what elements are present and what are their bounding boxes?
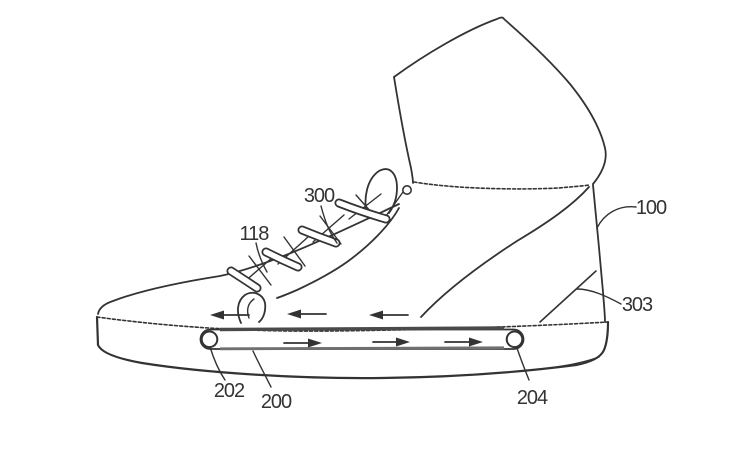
lace-to-eyelet (385, 191, 404, 217)
cuff-top-and-right-path (393, 16, 607, 185)
tongue-tip-outer-path (237, 291, 267, 324)
quarter-panel-path (420, 186, 590, 318)
leader-204 (516, 347, 530, 381)
lace-band-4-fill (336, 200, 389, 222)
belt-top-tread (219, 326, 505, 332)
conveyor-belt (199, 326, 525, 351)
right-arrow-2-icon (396, 337, 410, 347)
left-arrow-3-icon (369, 310, 383, 320)
toe-box-outline-path (97, 203, 400, 315)
ref-label-200: 200 (261, 391, 292, 413)
ref-label-300: 300 (304, 185, 335, 207)
lace-band-3-fill (299, 227, 339, 246)
leader-100 (596, 206, 637, 229)
cuff-left-edge-path (393, 76, 414, 184)
right-arrow-3-icon (469, 337, 483, 347)
heel-overlay-diagonal-path (539, 270, 597, 323)
rear-roller-circle (505, 330, 524, 349)
right-flow-arrows (283, 337, 483, 348)
sole-outline-path (95, 315, 610, 380)
leader-303 (576, 288, 622, 305)
lace-cross-4a (348, 193, 382, 220)
left-arrow-2-icon (287, 309, 301, 319)
leader-lines (209, 205, 637, 388)
shoe-upper (97, 168, 606, 324)
lace-cross-2b (283, 236, 306, 267)
sole-top-edge-path (96, 316, 609, 332)
ref-label-204: 204 (517, 387, 548, 409)
leader-300 (320, 205, 338, 244)
sole-heel-inner-edge-path (519, 356, 600, 372)
front-roller-circle (200, 330, 219, 349)
leader-118 (255, 242, 268, 273)
leader-202 (209, 346, 226, 381)
eyelet-circle (401, 185, 412, 196)
collar-topline-path (413, 181, 591, 190)
laces (226, 191, 404, 293)
heel-back-edge-path (592, 184, 606, 323)
right-arrow-1-icon (308, 338, 322, 348)
belt-outline (199, 328, 525, 350)
leader-200 (252, 350, 272, 388)
ref-label-303: 303 (622, 294, 653, 316)
belt-bottom-tread (219, 346, 505, 351)
throat-opening-path (276, 207, 400, 299)
tongue-top-path (364, 168, 398, 217)
ref-label-118: 118 (240, 223, 270, 245)
lace-band-2-fill (263, 249, 301, 270)
sole (95, 315, 610, 380)
ankle-cuff (393, 16, 607, 185)
left-arrow-1-icon (210, 310, 224, 320)
lace-cross-1b (248, 255, 272, 286)
lace-band-1-fill (228, 268, 260, 291)
ref-label-100: 100 (636, 197, 667, 219)
reference-labels: 300 118 100 303 202 200 204 (214, 185, 668, 413)
tongue-tip-inner-path (246, 298, 255, 319)
ref-label-202: 202 (214, 380, 245, 402)
left-flow-arrows (210, 309, 409, 320)
